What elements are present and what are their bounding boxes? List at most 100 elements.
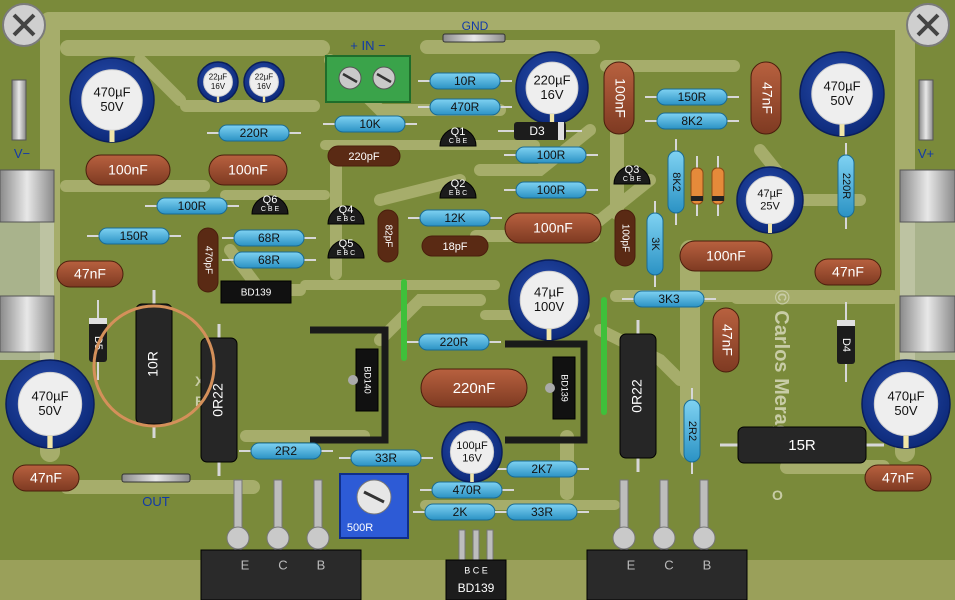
resistor: 10R (418, 72, 512, 90)
component-label: 16V (257, 82, 272, 91)
film-capacitor: 47nF (12, 464, 80, 492)
jumper-layer (401, 279, 607, 415)
component-label: 16V (462, 453, 482, 465)
component-label: 47µF (757, 188, 783, 200)
component-label: 100pF (619, 224, 630, 252)
component-label: 100µF (456, 440, 488, 452)
component-label: 50V (100, 99, 123, 114)
film-capacitor: 470pF (197, 227, 219, 293)
pin-label: E (627, 557, 636, 572)
resistor: 3K3 (622, 290, 716, 308)
film-capacitor: 100nF (85, 154, 171, 186)
component-label: 82pF (382, 225, 393, 248)
component-label: 50V (894, 403, 917, 418)
film-capacitor: 47nF (814, 258, 882, 286)
component-label: 50V (38, 403, 61, 418)
component-label: 500R (347, 522, 373, 534)
resistor: 33R (495, 503, 589, 521)
component-label: 18pF (442, 241, 467, 253)
gnd-label: GND (462, 19, 489, 33)
v-minus-label: V− (14, 146, 30, 161)
author-label: © Carlos Meragli (770, 290, 792, 448)
resistor: 2K7 (495, 460, 589, 478)
trimmer-potentiometer: 500R (339, 473, 409, 539)
component-label: 47nF (882, 470, 914, 486)
driver-transistor: BD140 (348, 348, 379, 412)
pin-label: B (703, 557, 712, 572)
component-label: 47nF (30, 470, 62, 486)
component-label: 50V (830, 93, 853, 108)
small-diode (711, 156, 725, 216)
component-label: Q3 (625, 164, 640, 176)
resistor-layer: 10R470R10K220R150R8K2100R100R100R150R12K… (87, 72, 855, 521)
resistor: 10K (323, 115, 417, 133)
component-label: E B C (337, 216, 355, 223)
component-label: 470pF (202, 246, 213, 274)
diode: D4 (837, 302, 855, 382)
component-label: 150R (120, 229, 149, 243)
component-label: 220R (440, 335, 469, 349)
component-label: 47nF (759, 82, 775, 114)
resistor: 8K2 (645, 112, 739, 130)
resistor: 150R (87, 227, 181, 245)
component-label: 220R (240, 126, 269, 140)
component-label: 22µF (209, 73, 228, 82)
film-capacitor: 100nF (208, 154, 288, 186)
component-label: 25V (760, 201, 780, 213)
resistor: 470R (418, 98, 512, 116)
component-label: 8K2 (670, 172, 682, 192)
resistor: 2K (413, 503, 507, 521)
film-capacitor: 220pF (327, 145, 401, 167)
silk-fragment: E (195, 393, 204, 409)
component-label: 10R (145, 351, 161, 377)
resistor: 220R (407, 333, 501, 351)
transistor: Q6C B E (251, 194, 289, 215)
resistor: 68R (222, 251, 316, 269)
screw-icon (2, 3, 46, 47)
component-label: 8K2 (681, 114, 703, 128)
small-diode (690, 156, 704, 216)
component-label: 3K (649, 237, 661, 251)
component-label: 470R (451, 100, 480, 114)
driver-heatsink (505, 340, 588, 444)
transistor: Q1C B E (439, 126, 477, 147)
resistor: 12K (408, 209, 502, 227)
film-capacitor: 220nF (420, 368, 528, 408)
component-label: 100R (178, 199, 207, 213)
component-label: 2K7 (531, 462, 553, 476)
resistor: 2R2 (683, 388, 701, 474)
component-label: 220nF (453, 380, 496, 397)
fuse-right (899, 79, 955, 360)
pin-label: C (278, 557, 287, 572)
component-label: 220µF (533, 72, 570, 87)
component-label: 2K (453, 505, 468, 519)
component-label: BD140 (363, 366, 373, 394)
pin-label: E (241, 557, 250, 572)
silk-fragment: O (772, 487, 783, 503)
component-label: 33R (531, 505, 553, 519)
component-label: BD139 (458, 581, 495, 595)
fuse-left (0, 79, 55, 360)
out-label: OUT (142, 494, 170, 509)
resistor: 100R (504, 181, 598, 199)
component-label: C B E (449, 138, 468, 145)
component-label: 100R (537, 183, 566, 197)
silk-fragment: X (195, 373, 205, 389)
component-label: BD139 (241, 288, 272, 299)
component-label: 470µF (93, 84, 130, 99)
component-label: 10R (454, 74, 476, 88)
component-label: Q1 (451, 126, 466, 138)
component-label: Q6 (263, 194, 278, 206)
gnd-pad (442, 33, 506, 43)
